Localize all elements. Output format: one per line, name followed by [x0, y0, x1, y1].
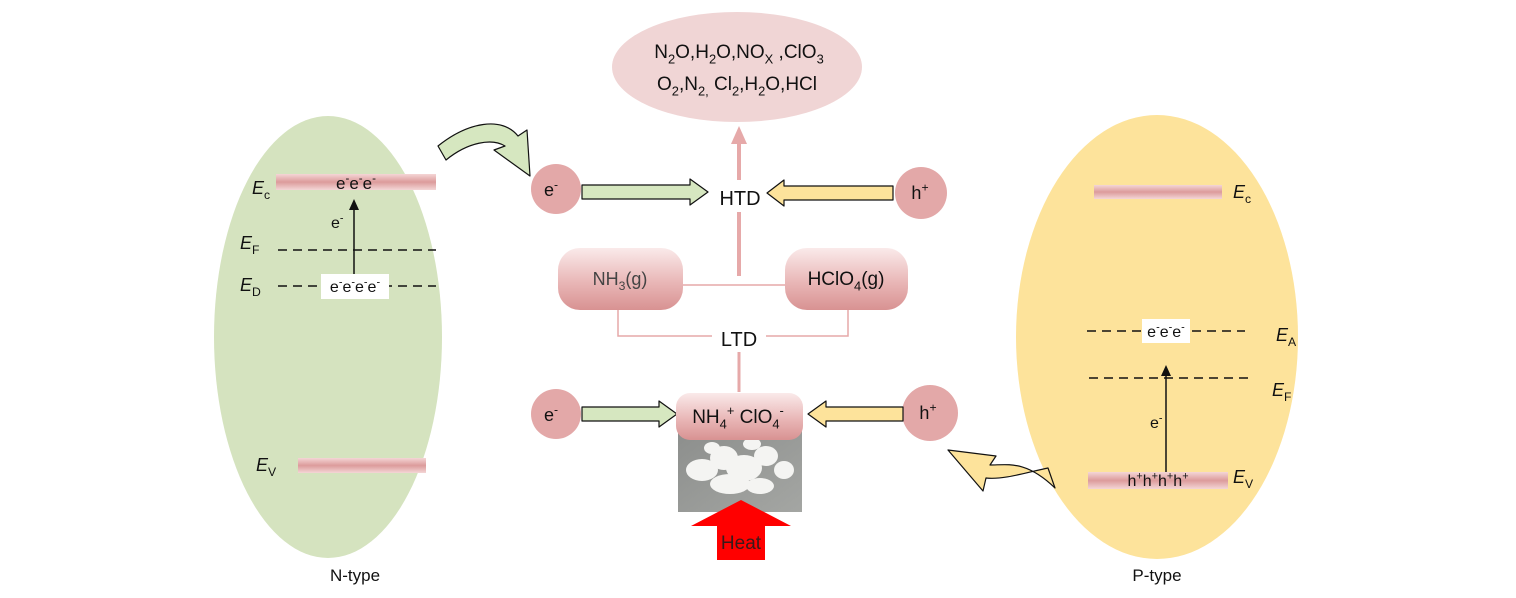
electron-label-bottom: e- — [544, 402, 558, 425]
n-donor-electrons: e-e-e-e- — [330, 276, 381, 296]
n-cb-electrons: e-e-e- — [336, 172, 376, 193]
p-ef-label: EF — [1272, 380, 1291, 404]
hole-circle-bottom — [902, 385, 958, 441]
p-valence-band — [1088, 472, 1228, 489]
n-ec-label: Ec — [252, 178, 270, 202]
nh3-gas-pill — [558, 248, 683, 310]
nh3-gas-label: NH3(g) — [593, 269, 648, 293]
p-ec-label: Ec — [1233, 182, 1251, 206]
n-valence-band — [298, 458, 426, 473]
ap-pill — [676, 393, 803, 440]
n-excited-electron: e- — [331, 212, 344, 232]
products-ellipse — [612, 12, 862, 122]
n-type-curved-arrow — [437, 123, 531, 177]
products-arrowhead — [731, 126, 747, 144]
n-donor-electron-box — [321, 274, 389, 299]
n-type-ellipse — [214, 116, 442, 558]
n-conduction-band — [276, 174, 436, 190]
ap-powder-crystals — [686, 438, 794, 494]
p-acceptor-electron-box — [1142, 319, 1190, 343]
p-excitation-arrowhead — [1161, 365, 1171, 376]
electron-to-ap-arrow — [581, 400, 678, 428]
hclo4-gas-pill — [785, 248, 908, 310]
hole-label-bottom: h+ — [919, 400, 936, 423]
heat-arrow — [691, 500, 791, 560]
p-type-title: P-type — [1132, 566, 1181, 585]
n-ed-label: ED — [240, 275, 261, 299]
ltd-label-bg — [712, 325, 766, 351]
products-line-1: N2O,H2O,NOX ,ClO3 — [654, 42, 823, 66]
products-line-2: O2,N2, Cl2,H2O,HCl — [657, 74, 817, 98]
electron-to-htd-arrow — [581, 178, 709, 206]
p-acceptor-electrons: e-e-e- — [1147, 321, 1185, 341]
htd-label: HTD — [719, 188, 760, 210]
hole-to-htd-arrow — [766, 179, 894, 207]
electron-label-top: e- — [544, 177, 558, 200]
p-vb-holes: h+h+h+h+ — [1127, 470, 1188, 490]
ap-label: NH4+ ClO4- — [692, 403, 784, 431]
hole-to-ap-arrow — [807, 400, 904, 428]
hclo4-gas-label: HClO4(g) — [808, 269, 885, 293]
n-type-title: N-type — [330, 566, 380, 585]
n-excitation-arrowhead — [349, 199, 359, 210]
heat-label: Heat — [721, 533, 762, 554]
n-ef-label: EF — [240, 233, 259, 257]
ltd-label: LTD — [721, 329, 757, 351]
p-conduction-band — [1094, 185, 1222, 199]
p-ev-label: EV — [1233, 467, 1254, 491]
p-ea-label: EA — [1276, 325, 1297, 349]
p-excited-electron: e- — [1150, 412, 1163, 432]
hole-circle-top — [895, 167, 947, 219]
p-type-curved-arrow — [947, 449, 1056, 492]
electron-circle-bottom — [531, 389, 581, 439]
n-ev-label: EV — [256, 455, 277, 479]
electron-circle-top — [531, 164, 581, 214]
hole-label-top: h+ — [911, 180, 928, 203]
